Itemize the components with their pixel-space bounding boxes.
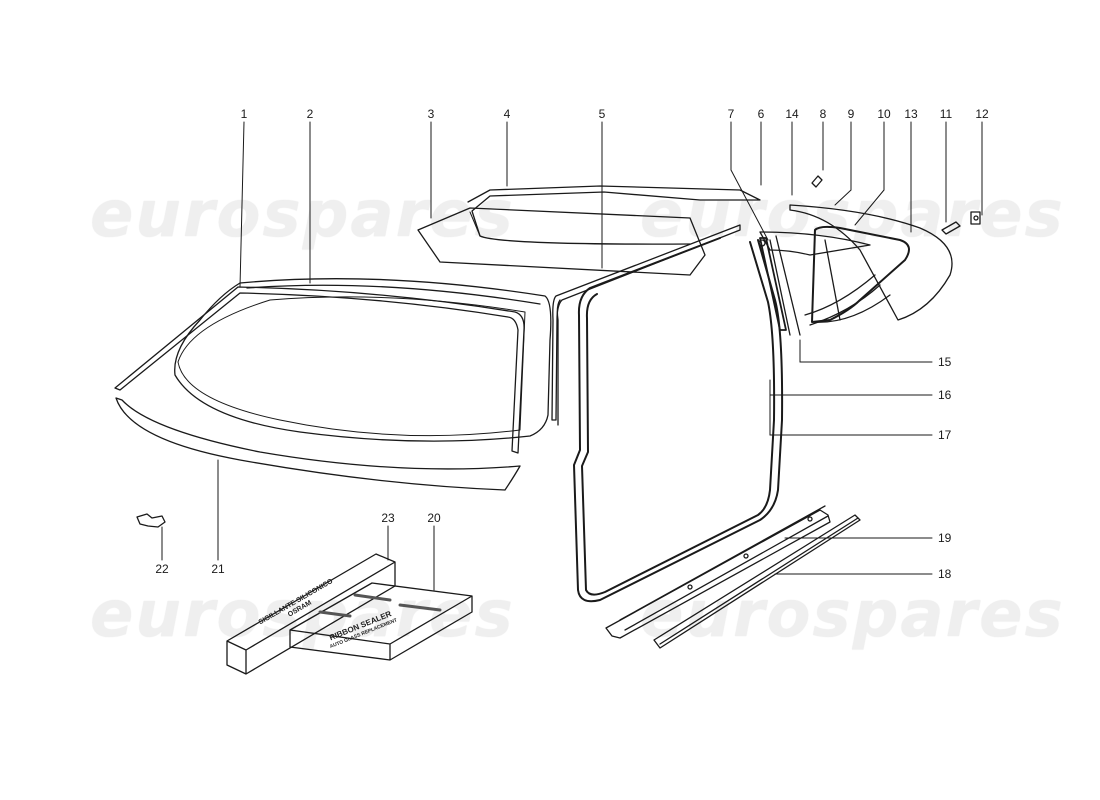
- callout-23[interactable]: 23: [381, 511, 395, 525]
- callout-6[interactable]: 6: [757, 107, 765, 121]
- callout-14[interactable]: 14: [785, 107, 799, 121]
- clip-12: [970, 211, 981, 225]
- sealer-box: [289, 582, 473, 661]
- callout-5[interactable]: 5: [598, 107, 606, 121]
- callout-4[interactable]: 4: [503, 107, 511, 121]
- windscreen-moulding: [114, 286, 525, 454]
- sealant-tube: [226, 553, 396, 675]
- door-weatherstrip: [573, 237, 784, 603]
- callout-2[interactable]: 2: [306, 107, 314, 121]
- callout-17[interactable]: 17: [938, 428, 952, 442]
- callout-22[interactable]: 22: [155, 562, 169, 576]
- callout-3[interactable]: 3: [427, 107, 435, 121]
- callout-7[interactable]: 7: [727, 107, 735, 121]
- callout-8[interactable]: 8: [819, 107, 827, 121]
- callout-13[interactable]: 13: [904, 107, 918, 121]
- callout-20[interactable]: 20: [427, 511, 441, 525]
- quarter-glass: [417, 207, 706, 276]
- windscreen-glass: [174, 278, 552, 442]
- callout-10[interactable]: 10: [877, 107, 891, 121]
- callout-15[interactable]: 15: [938, 355, 952, 369]
- clip-8: [811, 175, 823, 188]
- sill-trim: [653, 514, 861, 649]
- quarter-light-assembly: [758, 204, 953, 336]
- callout-18[interactable]: 18: [938, 567, 952, 581]
- callout-11[interactable]: 11: [939, 107, 953, 121]
- screw-11: [941, 221, 961, 235]
- door-aperture-trim: [551, 224, 741, 421]
- lower-moulding: [115, 397, 521, 491]
- callout-16[interactable]: 16: [938, 388, 952, 402]
- sill-plate: [605, 509, 831, 639]
- leader-lines: [161, 121, 983, 591]
- callout-1[interactable]: 1: [240, 107, 248, 121]
- clip-22: [136, 513, 166, 528]
- callout-19[interactable]: 19: [938, 531, 952, 545]
- quarter-seal: [467, 185, 761, 245]
- callout-21[interactable]: 21: [211, 562, 225, 576]
- callout-12[interactable]: 12: [975, 107, 989, 121]
- callout-9[interactable]: 9: [847, 107, 855, 121]
